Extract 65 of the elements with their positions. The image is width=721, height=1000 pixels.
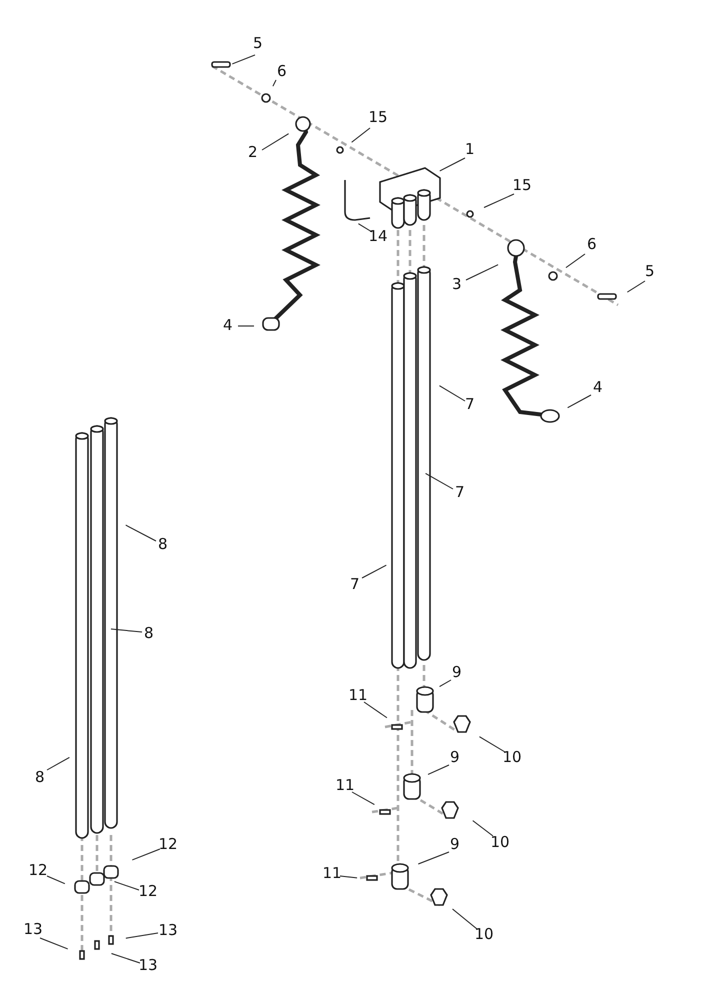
callout-number: 2 xyxy=(248,143,258,161)
callout-number: 15 xyxy=(368,108,388,126)
leader-line xyxy=(439,680,452,688)
callout-number: 13 xyxy=(138,956,158,974)
leader-line xyxy=(125,524,156,542)
callout-number: 12 xyxy=(138,882,158,900)
leader-line xyxy=(272,80,276,87)
leader-line xyxy=(358,223,372,232)
leader-line xyxy=(478,736,506,752)
callout-number: 1 xyxy=(465,140,475,158)
leader-line xyxy=(466,264,499,280)
leader-line xyxy=(40,938,68,950)
leader-line xyxy=(425,472,454,490)
callout-number: 10 xyxy=(502,748,522,766)
callout-number: 6 xyxy=(587,235,597,253)
callout-number: 8 xyxy=(158,535,168,553)
callout-number: 13 xyxy=(158,921,178,939)
leader-line xyxy=(232,54,256,64)
leader-line xyxy=(110,952,140,964)
callout-number: 11 xyxy=(322,864,342,882)
leader-line xyxy=(262,133,290,150)
callout-number: 9 xyxy=(452,663,462,681)
leader-line xyxy=(626,280,646,293)
callout-number: 4 xyxy=(593,378,603,396)
leader-line xyxy=(362,564,387,578)
callout-number: 12 xyxy=(158,835,178,853)
leader-line xyxy=(452,908,478,930)
callout-number: 14 xyxy=(368,227,388,245)
callout-number: 7 xyxy=(465,395,475,413)
callout-number: 12 xyxy=(28,861,48,879)
leader-line xyxy=(125,932,158,939)
leader-line xyxy=(438,385,466,402)
callout-number: 8 xyxy=(144,624,154,642)
callout-number: 4 xyxy=(223,316,233,334)
leader-line xyxy=(340,876,358,878)
callout-number: 5 xyxy=(253,34,263,52)
callout-number: 6 xyxy=(277,62,287,80)
leader-line xyxy=(352,792,375,806)
callout-number: 9 xyxy=(450,835,460,853)
leader-line xyxy=(567,394,592,408)
callout-number: 7 xyxy=(350,575,360,593)
callout-number: 15 xyxy=(512,176,532,194)
callout-number: 8 xyxy=(35,768,45,786)
leader-line xyxy=(428,764,450,775)
callout-number: 11 xyxy=(336,776,355,794)
leader-line xyxy=(351,128,370,143)
leader-line xyxy=(114,881,140,890)
callout-number: 13 xyxy=(24,920,43,938)
leader-line xyxy=(110,628,142,632)
leader-line xyxy=(132,848,160,860)
leader-line xyxy=(472,820,494,836)
callout-number: 9 xyxy=(450,748,460,766)
callout-number: 5 xyxy=(645,262,655,280)
leader-line xyxy=(565,254,586,268)
callout-number: 10 xyxy=(490,833,510,851)
leader-line xyxy=(439,158,466,172)
callout-number: 11 xyxy=(348,686,368,704)
leader-line xyxy=(364,702,388,718)
leader-line xyxy=(46,756,70,770)
callout-number: 10 xyxy=(474,925,494,943)
callout-number: 7 xyxy=(455,483,465,501)
leader-line xyxy=(46,876,66,884)
leader-line xyxy=(484,194,514,208)
callout-number: 3 xyxy=(452,275,462,293)
leader-line xyxy=(418,852,450,864)
